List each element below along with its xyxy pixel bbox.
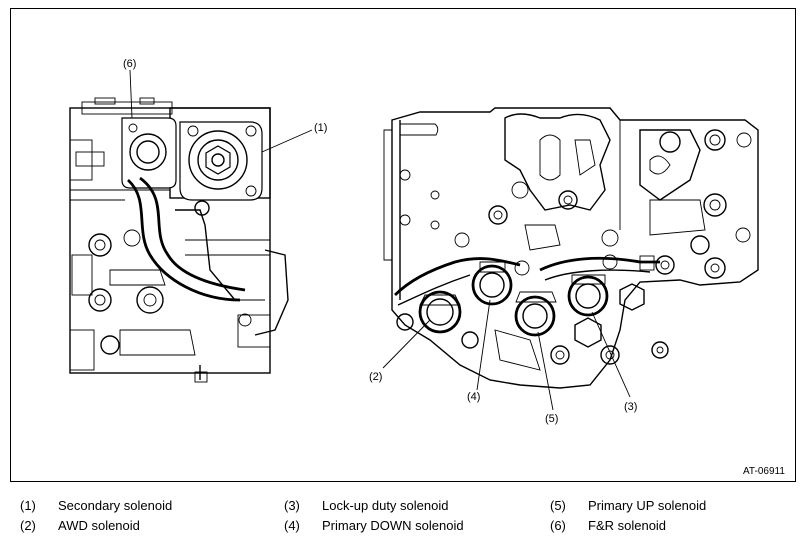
callout-1: (1) — [314, 122, 327, 134]
legend-label: Secondary solenoid — [58, 498, 173, 513]
legend-label: Primary UP solenoid — [588, 498, 707, 513]
legend-num: (5) — [550, 498, 566, 513]
legend-num: (2) — [20, 518, 36, 533]
lock-up-duty-solenoid — [567, 274, 609, 317]
legend-label: F&R solenoid — [588, 518, 667, 533]
callout-6: (6) — [123, 58, 136, 70]
figure-frame — [10, 8, 796, 482]
primary-up-solenoid — [514, 291, 557, 337]
callout-3: (3) — [624, 401, 637, 413]
primary-down-solenoid — [471, 261, 513, 306]
legend-label: AWD solenoid — [58, 518, 140, 533]
right-valve-body-view — [383, 107, 759, 389]
figure-code: AT-06911 — [743, 466, 785, 477]
left-valve-body-view — [69, 97, 289, 383]
legend-num: (6) — [550, 518, 566, 533]
awd-solenoid — [418, 290, 462, 334]
leader-lines — [129, 69, 631, 411]
legend-num: (3) — [284, 498, 300, 513]
legend: (1) Secondary solenoid (2) AWD solenoid … — [20, 498, 800, 538]
callout-2: (2) — [369, 371, 382, 383]
legend-num: (4) — [284, 518, 300, 533]
legend-label: Primary DOWN solenoid — [322, 518, 464, 533]
callout-4: (4) — [467, 391, 480, 403]
callout-5: (5) — [545, 413, 558, 425]
legend-label: Lock-up duty solenoid — [322, 498, 449, 513]
legend-num: (1) — [20, 498, 36, 513]
